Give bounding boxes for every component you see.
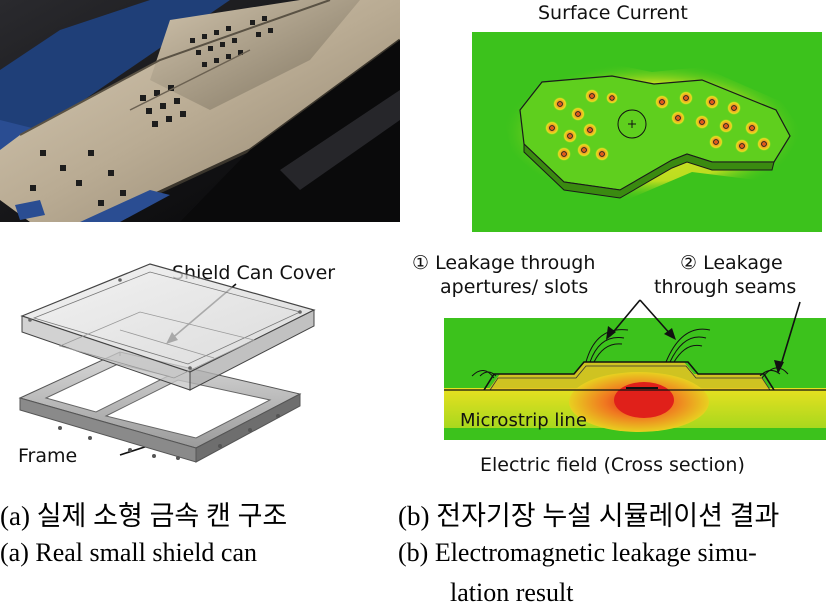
exploded-shield-can-art	[18, 263, 316, 463]
leakage-apertures-label-line1: ① Leakage through	[412, 252, 596, 274]
leakage-seams-label-line2: through seams	[654, 276, 797, 298]
electric-field-art	[444, 318, 826, 440]
leakage-seams-label-line1: ② Leakage	[680, 252, 783, 274]
caption-b-korean: (b) 전자기장 누설 시뮬레이션 결과	[398, 501, 780, 531]
leakage-apertures-label-line2: apertures/ slots	[440, 276, 589, 298]
caption-b-english-line1: (b) Electromagnetic leakage simu-	[398, 538, 757, 567]
shield-can-photo	[0, 0, 400, 222]
frame-label: Frame	[18, 445, 78, 467]
surface-current-art	[472, 32, 822, 232]
electric-field-plot	[444, 318, 826, 440]
caption-a-korean: (a) 실제 소형 금속 캔 구조	[0, 501, 288, 531]
exploded-shield-can-diagram	[0, 250, 400, 490]
caption-a-english: (a) Real small shield can	[0, 538, 258, 567]
microstrip-line-label: Microstrip line	[460, 410, 587, 431]
shield-can-cover-label: Shield Can Cover	[172, 262, 336, 284]
shield-can-photo-art	[0, 0, 400, 222]
caption-b-english-line2: lation result	[450, 578, 574, 607]
surface-current-plot	[472, 32, 822, 232]
surface-current-title: Surface Current	[538, 2, 688, 24]
electric-field-label: Electric field (Cross section)	[480, 454, 745, 476]
